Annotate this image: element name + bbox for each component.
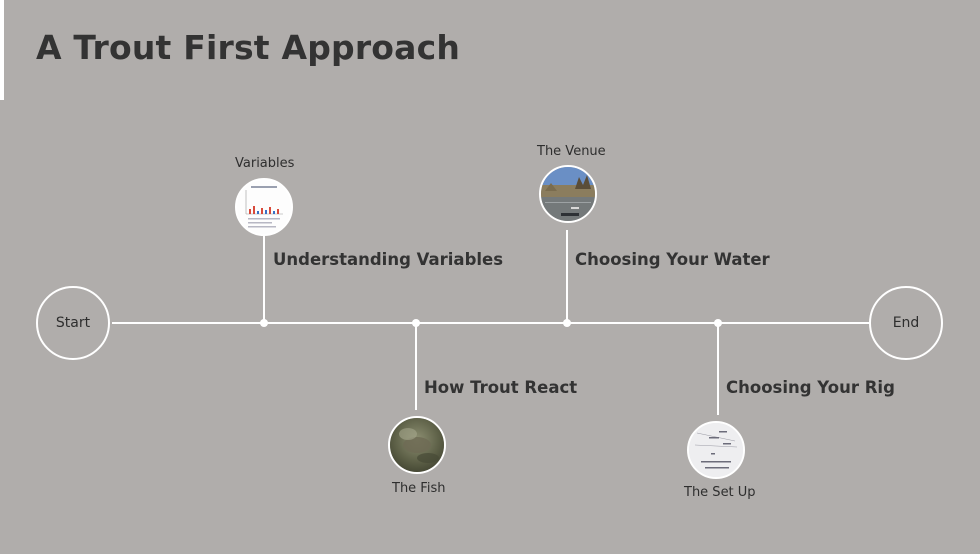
start-node[interactable]: Start (36, 286, 110, 360)
caption-the-venue: The Venue (537, 144, 606, 159)
topic-how-trout-react: How Trout React (424, 378, 578, 397)
topic-choosing-your-rig: Choosing Your Rig (726, 378, 895, 397)
chart-thumbnail-icon (237, 180, 291, 234)
caption-the-set-up: The Set Up (684, 485, 756, 500)
caption-the-fish: The Fish (392, 481, 446, 496)
end-node[interactable]: End (869, 286, 943, 360)
caption-variables: Variables (235, 156, 295, 171)
fish-thumbnail[interactable] (388, 416, 446, 474)
variables-thumbnail[interactable] (235, 178, 293, 236)
accent-bar (0, 0, 4, 100)
river-landscape-photo-icon (541, 167, 595, 221)
topic-choosing-your-water: Choosing Your Water (575, 250, 770, 269)
topic-understanding-variables: Understanding Variables (273, 250, 504, 269)
node-venue (563, 319, 571, 327)
setup-thumbnail[interactable] (687, 421, 745, 479)
start-label: Start (55, 315, 91, 331)
node-fish (412, 319, 420, 327)
rig-diagram-thumbnail-icon (689, 423, 743, 477)
end-label: End (892, 315, 920, 331)
node-rig (714, 319, 722, 327)
page-title: A Trout First Approach (36, 28, 461, 67)
underwater-trout-photo-icon (390, 418, 444, 472)
venue-thumbnail[interactable] (539, 165, 597, 223)
node-variables (260, 319, 268, 327)
